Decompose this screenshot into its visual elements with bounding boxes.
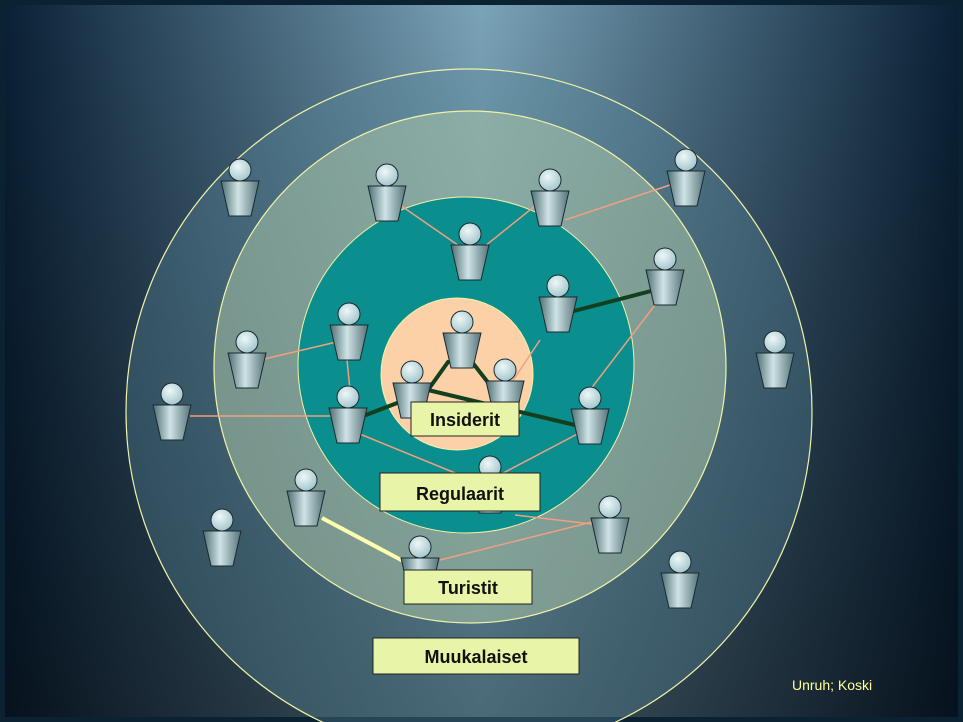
strong-link	[426, 360, 450, 392]
link	[259, 339, 346, 361]
link	[489, 429, 586, 481]
person-body	[645, 269, 685, 306]
person-head	[235, 330, 259, 354]
person-icon	[645, 247, 685, 306]
person-icon	[367, 163, 407, 222]
person-head	[450, 310, 474, 334]
person-body	[286, 490, 326, 527]
person-icon	[590, 495, 630, 554]
person-body	[450, 244, 490, 281]
person-icon	[227, 330, 267, 389]
person-head	[458, 222, 482, 246]
link	[589, 304, 656, 391]
person-head	[493, 358, 517, 382]
link	[564, 179, 686, 221]
tourists-label-text: Turistit	[438, 578, 498, 598]
link	[399, 204, 466, 251]
person-head	[763, 330, 787, 354]
person-body	[220, 180, 260, 217]
person-icon	[286, 468, 326, 527]
person-body	[570, 408, 610, 445]
tourists-label: Turistit	[403, 569, 533, 605]
person-body	[202, 530, 242, 567]
person-head	[210, 508, 234, 532]
link	[509, 339, 541, 386]
person-icon	[666, 148, 706, 207]
person-icon	[442, 310, 482, 369]
people-group	[152, 148, 795, 609]
regulars-label: Regulaarit	[379, 472, 541, 512]
person-body	[590, 517, 630, 554]
person-head	[668, 550, 692, 574]
person-icon	[202, 508, 242, 567]
link	[439, 519, 601, 561]
person-head	[674, 148, 698, 172]
person-icon	[152, 382, 192, 441]
person-head	[538, 168, 562, 192]
regulars-label-text: Regulaarit	[416, 484, 504, 504]
person-head	[653, 247, 677, 271]
person-icon	[329, 302, 369, 361]
person-icon	[450, 222, 490, 281]
person-head	[160, 382, 184, 406]
person-icon	[328, 385, 368, 444]
insiders-label: Insiderit	[410, 401, 520, 437]
person-body	[660, 572, 700, 609]
person-icon	[538, 274, 578, 333]
person-head	[578, 386, 602, 410]
person-head	[228, 158, 252, 182]
person-body	[328, 407, 368, 444]
person-icon	[220, 158, 260, 217]
person-head	[336, 385, 360, 409]
person-body	[755, 352, 795, 389]
insiders-label-text: Insiderit	[430, 410, 500, 430]
person-body	[666, 170, 706, 207]
person-head	[546, 274, 570, 298]
person-icon	[660, 550, 700, 609]
strangers-label: Muukalaiset	[372, 637, 580, 675]
person-body	[367, 185, 407, 222]
person-body	[442, 332, 482, 369]
person-icon	[570, 386, 610, 445]
credit-text: Unruh; Koski	[792, 677, 873, 693]
person-head	[598, 495, 622, 519]
person-body	[530, 190, 570, 227]
person-body	[538, 296, 578, 333]
person-head	[294, 468, 318, 492]
person-body	[227, 352, 267, 389]
person-head	[375, 163, 399, 187]
link	[349, 429, 461, 476]
person-head	[408, 535, 432, 559]
person-body	[329, 324, 369, 361]
person-head	[337, 302, 361, 326]
person-icon	[755, 330, 795, 389]
strangers-label-text: Muukalaiset	[424, 647, 527, 667]
strong-link	[568, 288, 657, 314]
tourist-link	[321, 516, 406, 564]
person-body	[152, 404, 192, 441]
person-head	[400, 360, 424, 384]
person-icon	[530, 168, 570, 227]
